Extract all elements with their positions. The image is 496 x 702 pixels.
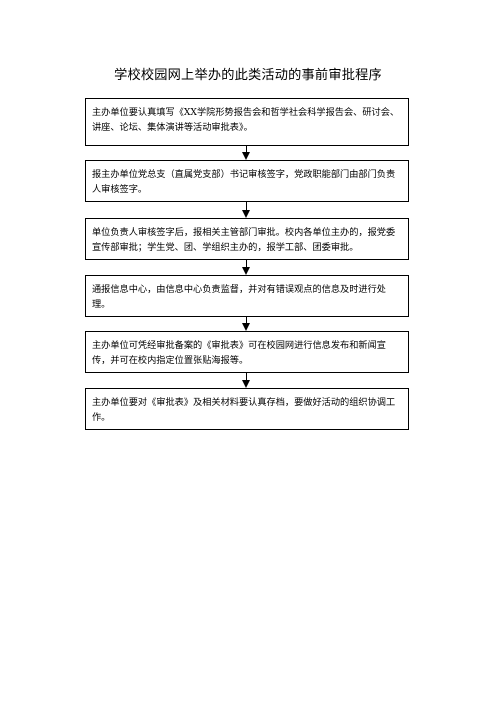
flow-arrow-3 xyxy=(242,260,251,275)
flow-step-4: 通报信息中心，由信息中心负责监督，并对有错误观点的信息及时进行处理。 xyxy=(85,275,409,317)
flow-step-2-text: 报主办单位党总支（直属党支部）书记审核签字，党政职能部门由部门负责人审核签字。 xyxy=(92,169,396,195)
flow-step-5: 主办单位可凭经审批备案的《审批表》可在校园网进行信息发布和新闻宣传，并可在校内指… xyxy=(85,331,409,373)
page-title: 学校校园网上举办的此类活动的事前审批程序 xyxy=(114,68,382,83)
flow-arrow-5 xyxy=(242,373,251,388)
flow-step-1-text: 主办单位要认真填写《XX学院形势报告会和哲学社会科学报告会、研讨会、讲座、论坛、… xyxy=(92,107,400,133)
flow-step-5-text: 主办单位可凭经审批备案的《审批表》可在校园网进行信息发布和新闻宣传，并可在校内指… xyxy=(92,340,386,366)
flow-step-3-text: 单位负责人审核签字后，报相关主管部门审批。校内各单位主办的，报党委宣传部审批；学… xyxy=(92,227,396,253)
flow-step-6: 主办单位要对《审批表》及相关材料要认真存档，要做好活动的组织协调工作。 xyxy=(85,388,409,430)
flow-step-6-text: 主办单位要对《审批表》及相关材料要认真存档，要做好活动的组织协调工作。 xyxy=(92,397,396,423)
flow-step-4-text: 通报信息中心，由信息中心负责监督，并对有错误观点的信息及时进行处理。 xyxy=(92,284,386,310)
flow-arrow-2 xyxy=(242,202,251,218)
flow-step-2: 报主办单位党总支（直属党支部）书记审核签字，党政职能部门由部门负责人审核签字。 xyxy=(85,160,409,202)
flow-step-3: 单位负责人审核签字后，报相关主管部门审批。校内各单位主办的，报党委宣传部审批；学… xyxy=(85,218,409,260)
flow-step-1: 主办单位要认真填写《XX学院形势报告会和哲学社会科学报告会、研讨会、讲座、论坛、… xyxy=(85,98,409,146)
flow-arrow-4 xyxy=(242,317,251,331)
flow-arrow-1 xyxy=(242,146,251,160)
